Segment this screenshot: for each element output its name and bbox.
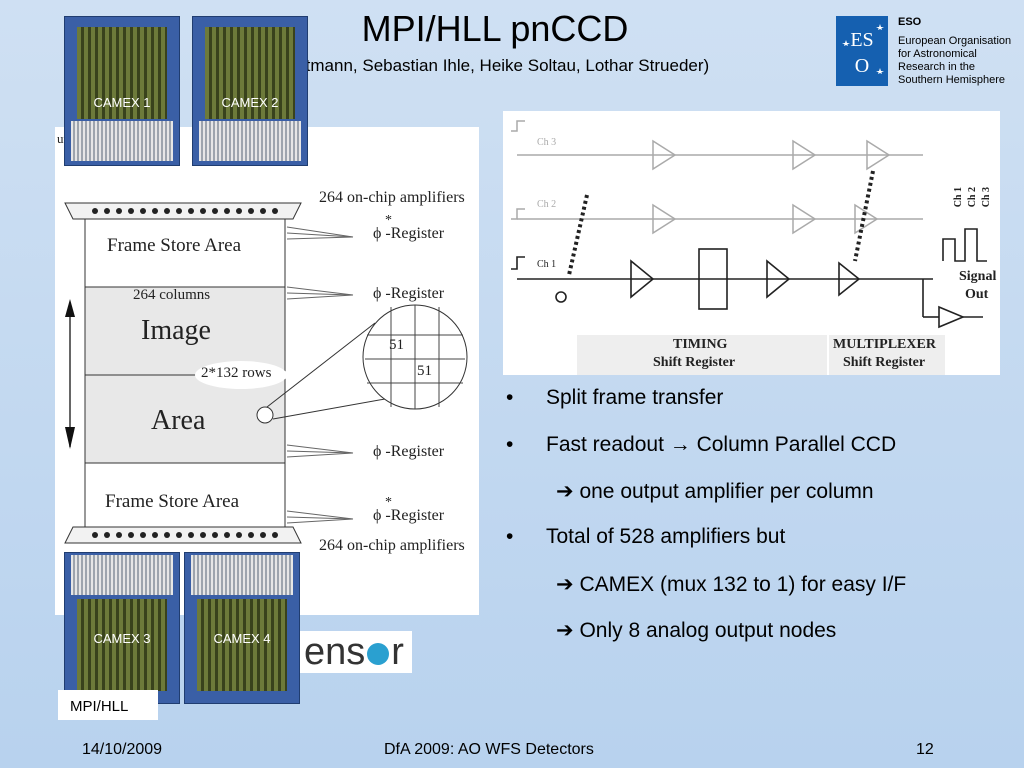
signal-label: Signal — [959, 269, 997, 284]
frame-store-top-label: Frame Store Area — [107, 235, 242, 256]
circuit-graphic — [511, 120, 987, 375]
eso-line-4: Southern Hemisphere — [898, 74, 1006, 86]
pixel-label-a: 51 — [389, 337, 404, 353]
multiplexer-label: MULTIPLEXER — [833, 337, 936, 352]
footer-center-text: DfA 2009: AO WFS Detectors — [384, 741, 594, 758]
vertical-ch2-label: Ch 2 — [967, 187, 978, 208]
bullet-marker: • — [506, 433, 514, 456]
bullet-marker: • — [506, 386, 514, 409]
arrow-icon: ➔ — [556, 573, 574, 596]
sensor-logo-text: ens — [304, 631, 366, 673]
channel-3-label: Ch 3 — [537, 137, 557, 148]
camex-wires — [71, 121, 173, 161]
sub-bullet-item: ➔ one output amplifier per column — [556, 479, 874, 504]
bullet-marker: • — [506, 525, 514, 548]
slide-subtitle: rtmann, Sebastian Ihle, Heike Soltau, Lo… — [300, 56, 710, 75]
footer-date: 14/10/2009 — [82, 741, 163, 758]
eso-line-3: Research in the — [898, 61, 976, 73]
bullet-text: CAMEX (mux 132 to 1) for easy I/F — [573, 573, 907, 596]
top-amplifiers-label: 264 on-chip amplifiers — [319, 189, 465, 206]
register-star-bottom: * — [385, 495, 392, 510]
multiplexer-sub-label: Shift Register — [843, 355, 926, 370]
sensor-logo-tail: r — [391, 631, 404, 673]
out-label: Out — [965, 287, 989, 302]
channel-2-label: Ch 2 — [537, 199, 557, 210]
bullet-text: one output amplifier per column — [573, 480, 874, 503]
cut-text: ut — [57, 131, 68, 146]
camex-chip-4: CAMEX 4 — [184, 552, 300, 704]
camex-die — [197, 599, 287, 691]
frame-store-bottom-label: Frame Store Area — [105, 491, 240, 512]
page-number: 12 — [916, 741, 934, 758]
register-star-top: * — [385, 213, 392, 228]
eso-letters-es: ES — [850, 29, 873, 51]
eso-acronym: ESO — [898, 16, 922, 28]
camex-wires — [71, 555, 173, 595]
bottom-amplifiers-label: 264 on-chip amplifiers — [319, 537, 465, 554]
sub-bullet-item: ➔ CAMEX (mux 132 to 1) for easy I/F — [556, 572, 906, 597]
slide-title: MPI/HLL pnCCD — [361, 8, 629, 49]
area-label: Area — [151, 405, 206, 436]
bullet-item: • Total of 528 amplifiers but — [506, 525, 785, 549]
camex-die — [205, 27, 295, 119]
bullet-text: Fast readout → Column Parallel CCD — [546, 433, 897, 456]
bullet-item: • Split frame transfer — [506, 386, 723, 410]
camex-wires — [199, 121, 301, 161]
eso-caption: ESO European Organisation for Astronomic… — [898, 16, 1011, 87]
timing-sub-label: Shift Register — [653, 355, 736, 370]
timing-label: TIMING — [673, 337, 728, 352]
sub-bullet-item: ➔ Only 8 analog output nodes — [556, 618, 836, 643]
eso-star-icon: ES O — [836, 16, 888, 86]
camex-label-2: CAMEX 2 — [221, 95, 279, 110]
channel-1-label: Ch 1 — [537, 259, 557, 270]
mpihll-logo: MPI/HLL — [58, 690, 158, 720]
sensor-dot-icon — [367, 642, 390, 665]
register-label-4: ϕ -Register — [373, 507, 445, 524]
bullet-text: Split frame transfer — [546, 386, 724, 409]
bullet-text: Only 8 analog output nodes — [573, 619, 837, 642]
columns-label: 264 columns — [133, 287, 211, 303]
camex-die — [77, 27, 167, 119]
camex-die — [77, 599, 167, 691]
readout-circuit-diagram: Ch 3 Ch 2 Ch 1 Ch 1 Ch 2 Ch 3 TIMING Shi… — [503, 111, 1000, 375]
register-label-1: ϕ -Register — [373, 225, 445, 242]
arrow-icon: ➔ — [556, 480, 574, 503]
bullet-item: • Fast readout → Column Parallel CCD — [506, 433, 896, 457]
ccd-layout-graphic — [64, 202, 468, 544]
eso-line-2: for Astronomical — [898, 48, 977, 60]
vertical-ch3-label: Ch 3 — [981, 187, 992, 208]
camex-label-1: CAMEX 1 — [93, 95, 151, 110]
register-label-3: ϕ -Register — [373, 443, 445, 460]
eso-logo: ES O — [836, 16, 888, 86]
camex-chip-1: CAMEX 1 — [64, 16, 180, 166]
pixel-label-b: 51 — [417, 363, 432, 379]
eso-line-1: European Organisation — [898, 35, 1012, 47]
camex-label-4: CAMEX 4 — [213, 631, 271, 646]
camex-label-3: CAMEX 3 — [93, 631, 151, 646]
camex-chip-2: CAMEX 2 — [192, 16, 308, 166]
vertical-ch1-label: Ch 1 — [953, 187, 964, 208]
ccd-diagram: ut 264 on-chip amplifiers 264 on-chip am… — [55, 127, 479, 615]
arrow-icon: ➔ — [556, 619, 574, 642]
rows-label: 2*132 rows — [201, 365, 272, 381]
camex-chip-3: CAMEX 3 — [64, 552, 180, 704]
register-label-2: ϕ -Register — [373, 285, 445, 302]
camex-wires — [191, 555, 293, 595]
eso-letter-o: O — [855, 55, 869, 77]
bullet-text: Total of 528 amplifiers but — [546, 525, 786, 548]
image-label: Image — [141, 315, 211, 346]
